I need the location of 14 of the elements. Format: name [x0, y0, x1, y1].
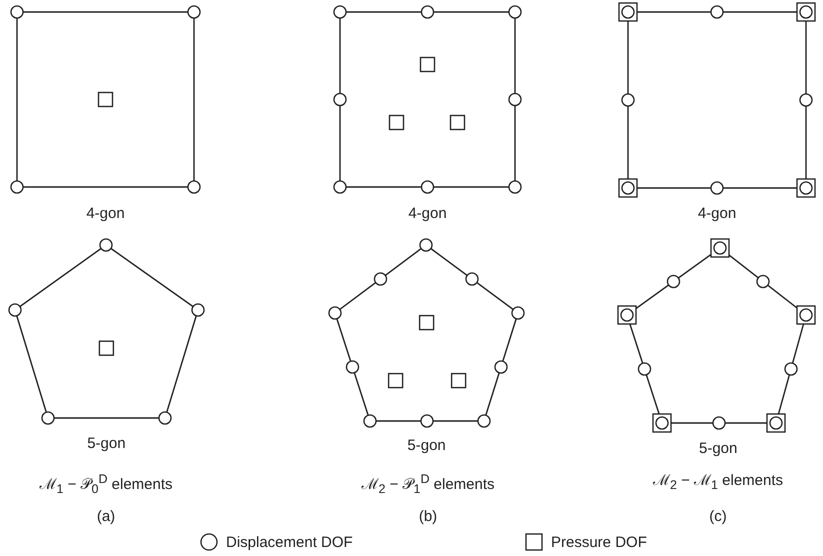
- shape-label: 5-gon: [699, 440, 738, 458]
- legend-label: Displacement DOF: [226, 534, 353, 550]
- panel-label: (b): [418, 508, 438, 526]
- panel-label: (a): [96, 508, 116, 526]
- legend-label: Pressure DOF: [551, 534, 647, 550]
- element-type-caption: ℳ$_{2}$ − ℳ$_{1}$ elements: [652, 472, 784, 493]
- element-type-caption: ℳ$_{1}$ − 𝒫$_{0}$$^{D}$ elements: [39, 472, 173, 497]
- shape-label: 5-gon: [87, 435, 126, 453]
- shape-label: 4-gon: [86, 205, 125, 223]
- shape-label: 5-gon: [407, 437, 446, 455]
- element-type-caption: ℳ$_{2}$ − 𝒫$_{1}$$^{D}$ elements: [361, 472, 495, 497]
- shape-label: 4-gon: [698, 205, 736, 223]
- panel-label: (c): [709, 508, 727, 526]
- shape-label: 4-gon: [408, 205, 447, 223]
